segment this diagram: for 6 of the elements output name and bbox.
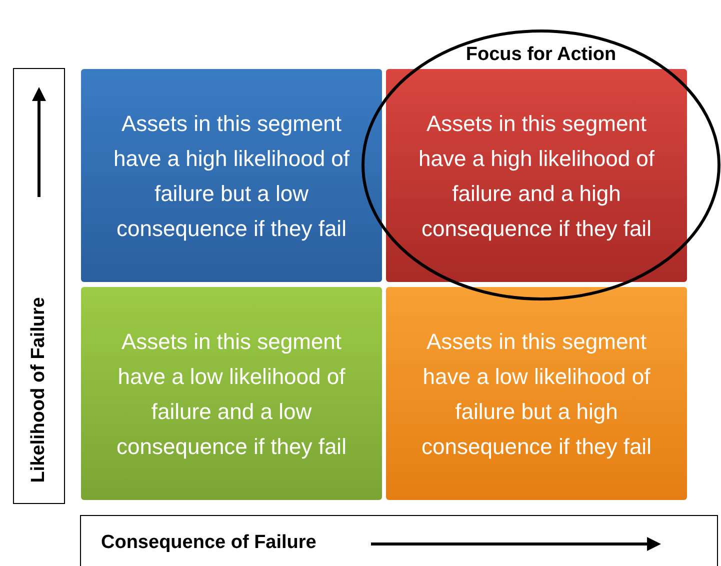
matrix-quadrant: Assets in this segment have a low likelihood of failure but a high consequence if they fail [386,287,687,500]
matrix-quadrant: Assets in this segment have a low likelihood of failure and a low consequence if they fail [81,287,382,500]
axis-label: Consequence of Failure [101,532,316,554]
focus-heading: Focus for Action [464,44,618,66]
axis-label: Likelihood of Failure [28,297,50,483]
matrix-quadrant: Assets in this segment have a high likelihood of failure but a low consequence if they fail [81,69,382,282]
